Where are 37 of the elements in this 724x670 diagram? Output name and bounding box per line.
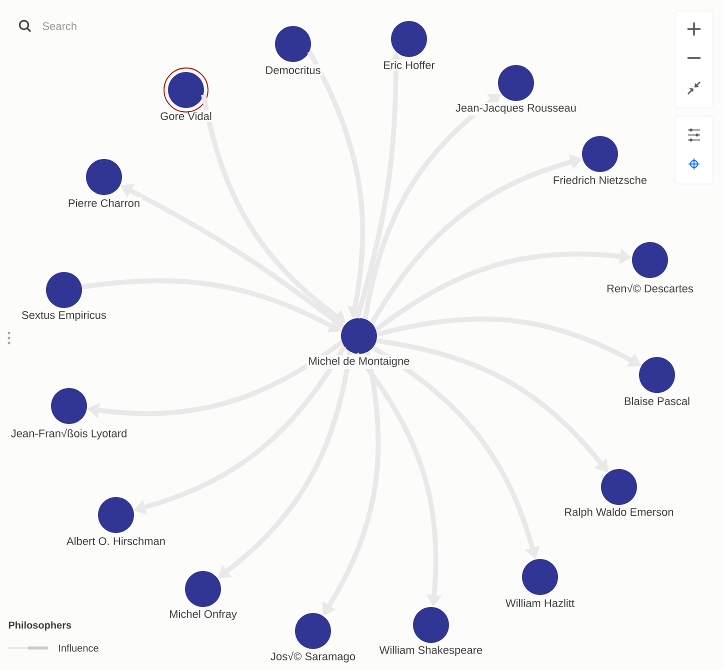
node-label: Jos√© Saramago [270,652,356,662]
person-node: Democritus [266,26,320,74]
node-label: Jean-Jacques Rousseau [456,104,576,114]
person-node: Blaise Pascal [624,357,690,406]
person-node: Friedrich Nietzsche [554,136,647,184]
person-node: Ralph Waldo Emerson [565,469,674,518]
person-node: Albert O. Hirschman [66,497,165,546]
node-label: Ren√© Descartes [607,284,694,292]
node-label: Ralph Waldo Emerson [565,508,674,518]
person-node: Pierre Charron [68,159,140,208]
search-field: Search [42,22,76,30]
person-node: Jean-Jacques Rousseau [456,65,576,114]
person-node: Ren√© Descartes [607,242,694,292]
person-node: Gore Vidal [160,68,212,120]
node-label: Michel de Montaigne [309,356,410,368]
node-label: Democritus [266,66,320,74]
node-label: Friedrich Nietzsche [554,176,647,184]
legend-text: Influence [59,644,98,652]
person-node: Michel de Montaigne [309,318,410,368]
node-label: Albert O. Hirschman [66,536,165,546]
node-label: Pierre Charron [68,198,140,208]
person-node: Jos√© Saramago [270,613,356,662]
node-label: William Hazlitt [506,598,574,608]
node-label: William Shakespeare [379,646,482,656]
node-label: Eric Hoffer [384,60,435,70]
person-node: Jean-Fran√ßois Lyotard [11,388,126,440]
node-label: Sextus Empiricus [22,310,106,322]
node-label: Gore Vidal [160,112,212,120]
person-node: Michel Onfray [170,571,237,620]
person-node: Sextus Empiricus [22,272,106,322]
legend-title: Philosophers [8,621,72,631]
person-node: Eric Hoffer [384,21,435,70]
person-node: William Shakespeare [379,607,482,656]
node-label: Jean-Fran√ßois Lyotard [11,428,126,440]
node-label: Blaise Pascal [624,396,690,406]
node-label: Michel Onfray [170,610,237,620]
person-node: William Hazlitt [506,559,574,608]
